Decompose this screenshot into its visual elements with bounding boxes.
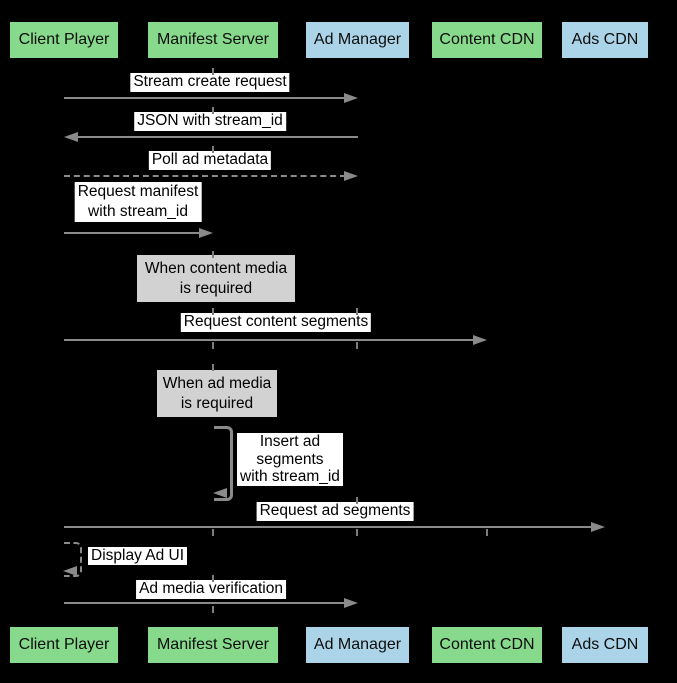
message-label: Request content segments — [180, 313, 372, 332]
arrowhead-icon — [343, 92, 358, 103]
message-arrow-line — [63, 96, 346, 100]
message-label: JSON with stream_id — [134, 112, 286, 131]
actor-box-manifest-server-top: Manifest Server — [148, 22, 278, 58]
message-label: Ad media verification — [136, 580, 286, 599]
lifeline-tick — [211, 146, 215, 153]
arrowhead-icon — [591, 521, 605, 532]
actor-box-content-cdn-bottom: Content CDN — [432, 627, 542, 663]
arrowhead-icon — [343, 170, 358, 181]
lifeline-tick — [211, 606, 215, 613]
actor-box-ads-cdn-top: Ads CDN — [562, 22, 648, 58]
lifeline-tick — [211, 251, 215, 258]
message-arrow-line — [63, 525, 593, 529]
lifeline-tick — [355, 497, 359, 504]
note-box: When content media is required — [137, 255, 295, 302]
arrowhead-icon — [213, 488, 227, 498]
lifeline-tick — [485, 529, 489, 536]
message-label: Stream create request — [130, 73, 290, 92]
lifeline-tick — [211, 529, 215, 536]
self-loop-label: Display Ad UI — [88, 547, 188, 565]
lifeline-tick — [211, 107, 215, 114]
message-arrow-line — [75, 135, 358, 139]
lifeline-tick — [211, 364, 215, 371]
message-arrow-line — [63, 338, 475, 342]
lifeline-tick — [211, 68, 215, 75]
note-box: When ad media is required — [157, 370, 277, 417]
arrowhead-icon — [473, 334, 487, 345]
message-arrow-line — [63, 231, 201, 235]
lifeline-tick — [355, 529, 359, 536]
actor-box-manifest-server-bottom: Manifest Server — [148, 627, 278, 663]
message-label: Request ad segments — [256, 502, 414, 521]
arrowhead-icon — [199, 227, 213, 238]
actor-box-ad-manager-bottom: Ad Manager — [306, 627, 409, 663]
arrowhead-icon — [63, 566, 77, 577]
lifeline-tick — [211, 308, 215, 315]
actor-box-ads-cdn-bottom: Ads CDN — [562, 627, 648, 663]
message-label: Poll ad metadata — [148, 151, 272, 170]
arrowhead-icon — [343, 597, 358, 608]
lifeline-tick — [355, 308, 359, 315]
message-label: Request manifest with stream_id — [74, 182, 202, 222]
lifeline-tick — [211, 575, 215, 582]
message-arrow-line — [63, 174, 346, 177]
self-loop-label: Insert ad segments with stream_id — [237, 433, 343, 486]
actor-box-client-player-bottom: Client Player — [10, 627, 118, 663]
actor-box-client-player-top: Client Player — [10, 22, 118, 58]
self-loop-bracket — [214, 426, 233, 501]
lifeline-tick — [211, 342, 215, 349]
lifeline-tick — [355, 342, 359, 349]
message-arrow-line — [63, 601, 346, 605]
actor-box-content-cdn-top: Content CDN — [432, 22, 542, 58]
arrowhead-icon — [63, 131, 78, 142]
actor-box-ad-manager-top: Ad Manager — [306, 22, 409, 58]
